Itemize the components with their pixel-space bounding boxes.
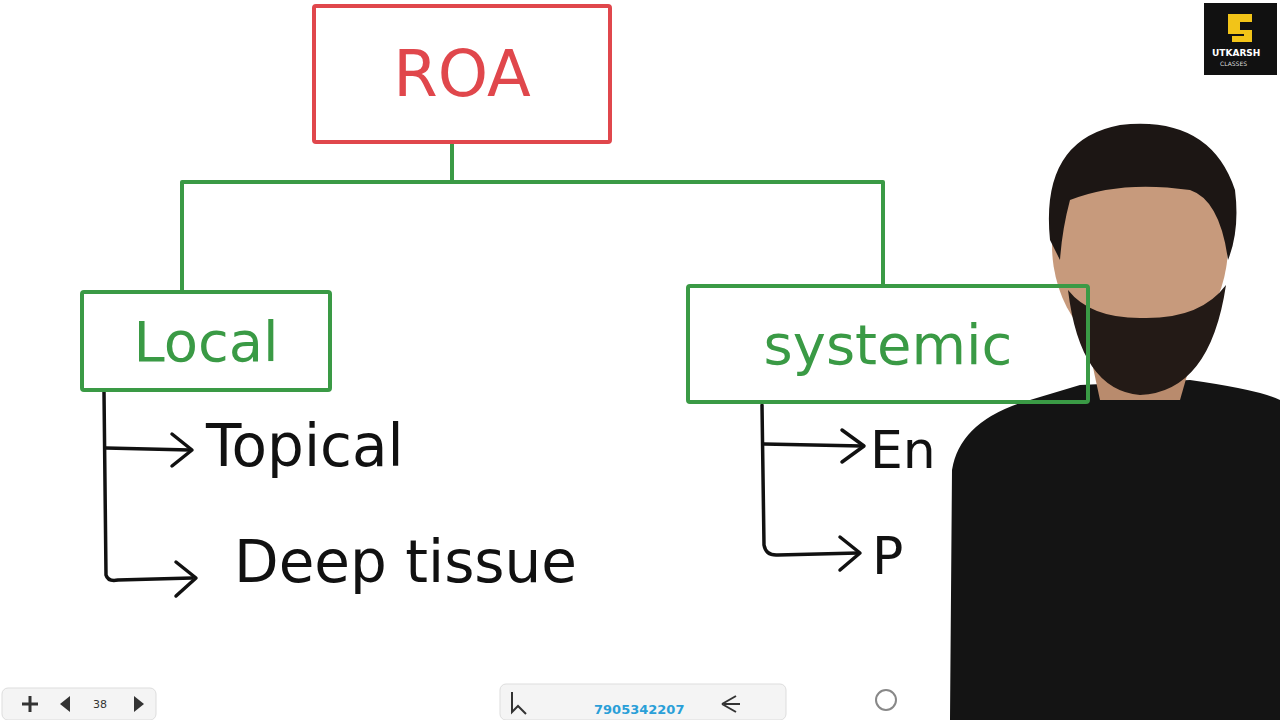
plus-icon — [22, 696, 38, 712]
prev-icon — [60, 696, 70, 712]
route-label: Topical — [206, 412, 404, 480]
logo-text: UTKARSH — [1212, 48, 1260, 58]
logo-text: CLASSES — [1220, 60, 1247, 67]
logo-box — [1204, 3, 1277, 75]
route-label: En — [870, 420, 936, 480]
root-box: ROA — [312, 4, 612, 144]
tree-connector — [182, 144, 452, 290]
logo-mark — [1228, 14, 1252, 42]
pointer-icon — [512, 692, 526, 714]
route-label: Deep tissue — [234, 528, 577, 596]
toolbar — [500, 684, 786, 720]
page-number: 38 — [93, 698, 107, 711]
next-icon — [134, 696, 144, 712]
node-title: systemic — [764, 312, 1013, 377]
route-label: P — [872, 526, 903, 586]
category-box: Local — [80, 290, 332, 392]
undo-icon — [722, 696, 740, 712]
node-title: ROA — [393, 37, 531, 111]
leader-arrows — [104, 392, 864, 596]
toolbar — [2, 688, 156, 720]
presenter — [950, 124, 1280, 720]
node-title: Local — [133, 309, 278, 374]
category-box: systemic — [686, 284, 1090, 404]
tree-connector — [452, 144, 883, 284]
trophy-icon — [876, 690, 896, 710]
phone-watermark: 7905342207 — [594, 702, 684, 717]
